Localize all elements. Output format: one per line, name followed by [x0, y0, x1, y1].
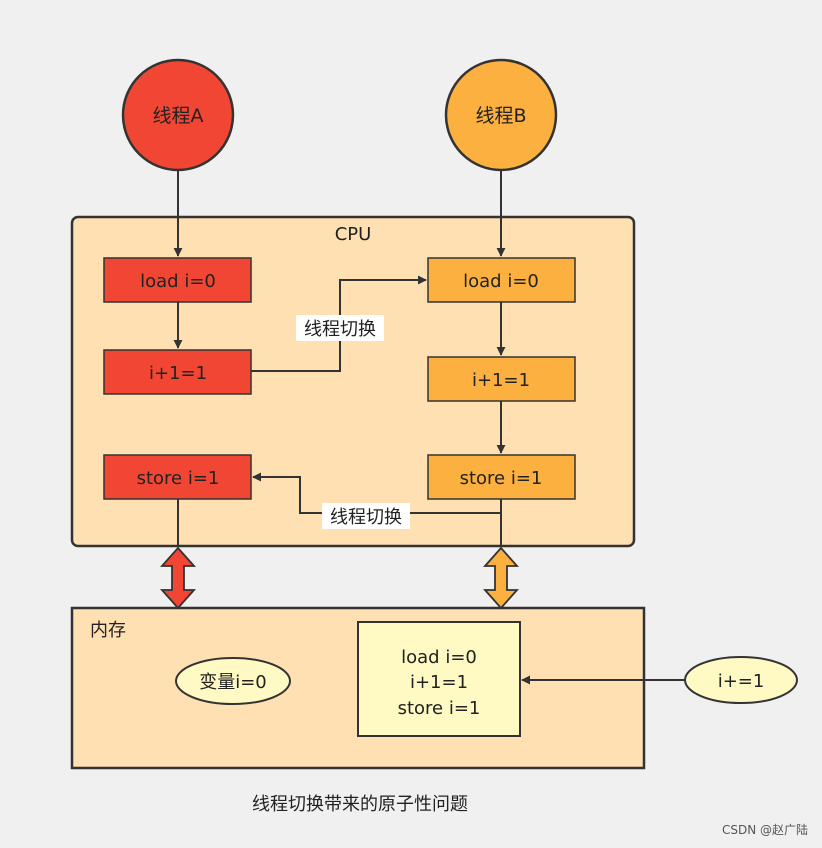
memory-variable-label: 变量i=0 [199, 672, 267, 693]
thread-a-step-add-label: i+1=1 [149, 363, 207, 384]
memory-ops-box [357, 621, 521, 737]
memory-op-load: load i=0 [401, 647, 477, 668]
thread-b-step-store-label: store i=1 [460, 468, 543, 489]
switch-label-2-bg [322, 503, 410, 529]
thread-a-step-load-label: load i=0 [140, 271, 216, 292]
thread-b-step-store [427, 454, 576, 500]
thread-a-step-store-label: store i=1 [137, 468, 220, 489]
bus-arrow-b [482, 546, 520, 610]
thread-b-step-add [427, 356, 576, 402]
statement-label: i+=1 [718, 671, 765, 692]
thread-b-label: 线程B [475, 105, 526, 127]
statement-node [684, 656, 798, 704]
memory-op-store: store i=1 [398, 698, 481, 719]
thread-a-label: 线程A [153, 105, 204, 127]
watermark: CSDN @赵广陆 [722, 822, 808, 837]
switch-label-1-bg [296, 315, 384, 341]
thread-b-step-add-label: i+1=1 [472, 370, 530, 391]
bus-arrow-a [159, 546, 197, 610]
memory-title: 内存 [90, 620, 126, 641]
switch-label-1: 线程切换 [304, 319, 376, 340]
thread-b-step-load-label: load i=0 [463, 271, 539, 292]
thread-a-step-add [103, 349, 252, 395]
memory-op-add: i+1=1 [410, 672, 468, 693]
memory-variable-node [175, 657, 291, 705]
cpu-title: CPU [335, 224, 372, 245]
switch-label-2: 线程切换 [330, 507, 402, 528]
diagram-caption: 线程切换带来的原子性问题 [252, 794, 468, 815]
